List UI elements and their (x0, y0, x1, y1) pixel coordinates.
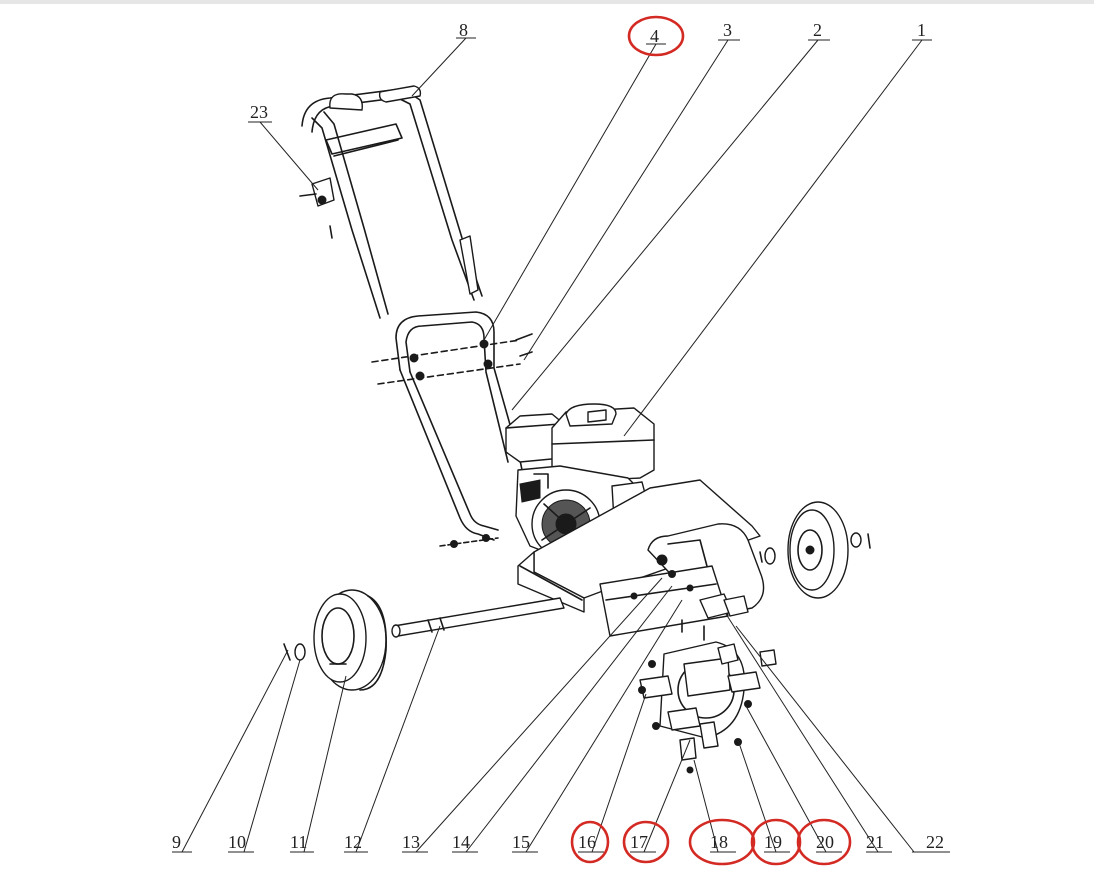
callout-23: 23 (250, 102, 268, 122)
leader-lines (172, 37, 950, 853)
left-wheel (283, 589, 387, 691)
highlight-17 (622, 820, 670, 864)
callout-21: 21 (866, 832, 884, 852)
callout-22: 22 (926, 832, 944, 852)
callout-12: 12 (344, 832, 362, 852)
callout-2: 2 (813, 20, 822, 40)
highlight-19 (750, 818, 802, 866)
callout-10: 10 (228, 832, 246, 852)
callout-13: 13 (402, 832, 420, 852)
callout-15: 15 (512, 832, 530, 852)
highlight-ovals (570, 15, 852, 866)
callout-11: 11 (290, 832, 307, 852)
highlight-4 (627, 15, 685, 57)
callout-14: 14 (452, 832, 470, 852)
callout-16: 16 (578, 832, 596, 852)
axle (391, 597, 565, 638)
right-wheel (759, 501, 871, 599)
top-border (0, 0, 1094, 4)
callout-numbers: 8 4 3 2 1 23 9 10 11 12 13 14 15 16 17 1… (172, 20, 944, 852)
cutter-wheel-assembly (638, 641, 777, 774)
callout-1: 1 (917, 20, 926, 40)
deck-frame (517, 479, 765, 641)
callout-19: 19 (764, 832, 782, 852)
callout-20: 20 (816, 832, 834, 852)
highlight-20 (796, 818, 852, 866)
callout-3: 3 (723, 20, 732, 40)
callout-9: 9 (172, 832, 181, 852)
callout-18: 18 (710, 832, 728, 852)
upper-handle (299, 85, 483, 319)
callout-17: 17 (630, 832, 648, 852)
callout-8: 8 (459, 20, 468, 40)
highlight-16 (570, 820, 610, 864)
callout-4: 4 (650, 26, 659, 46)
highlight-18 (688, 818, 756, 866)
